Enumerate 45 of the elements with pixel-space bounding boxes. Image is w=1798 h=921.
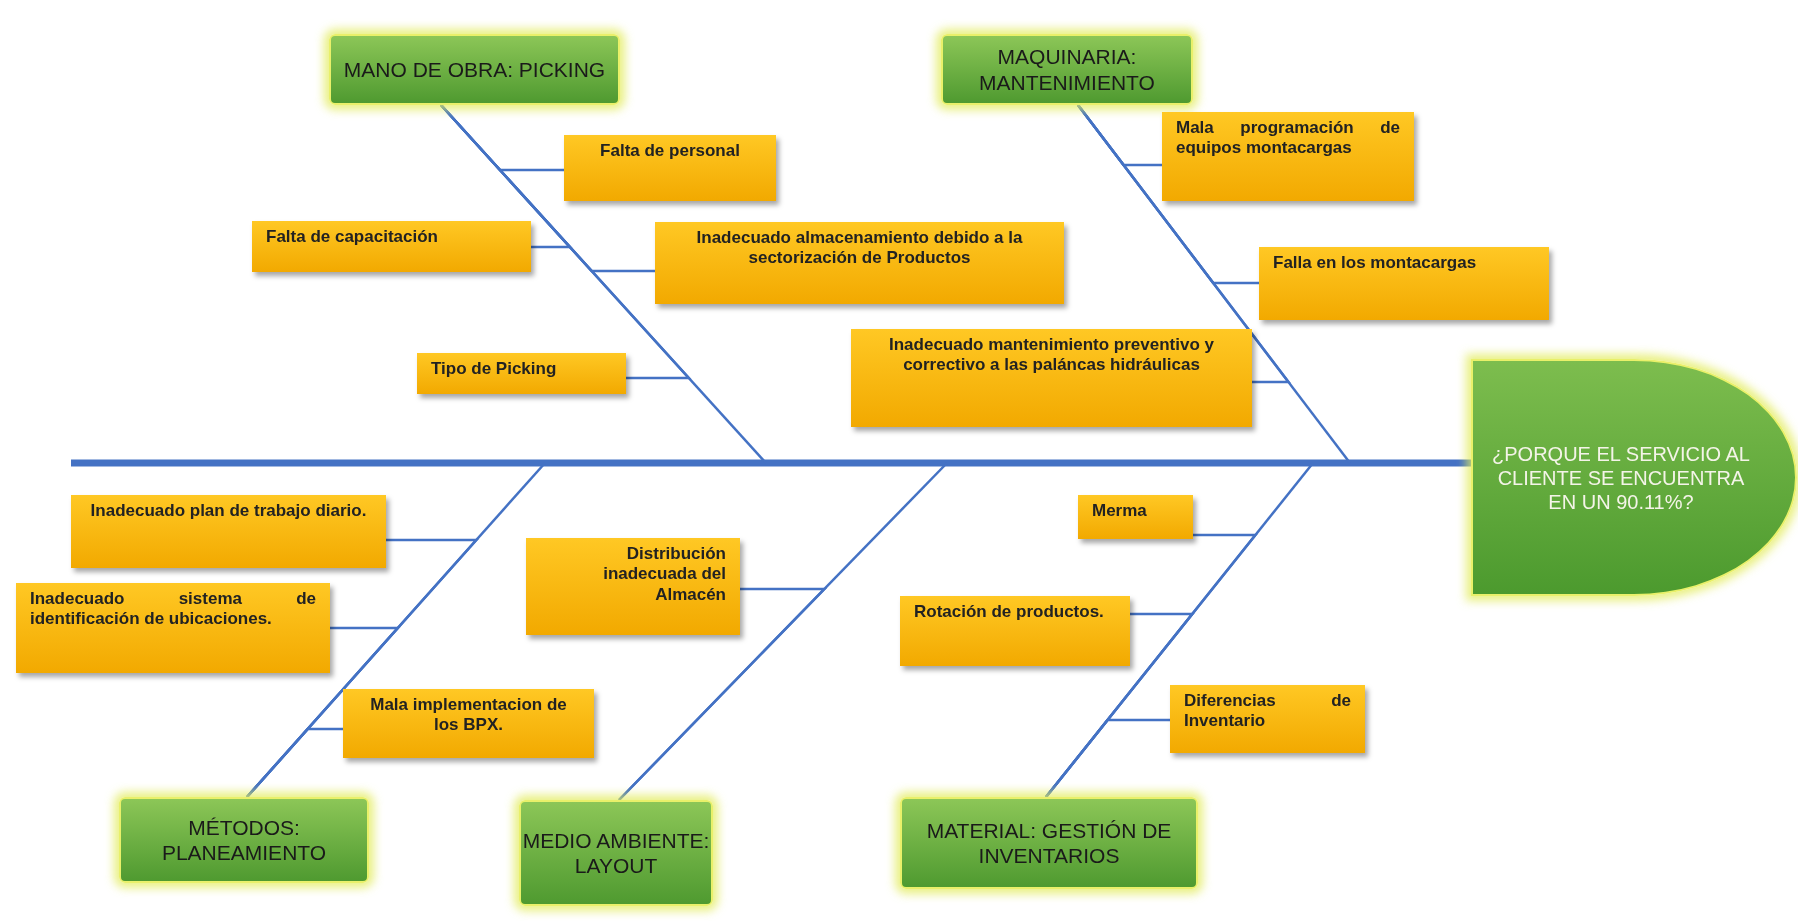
cause-box <box>1170 685 1365 753</box>
node-text: Mala implementacion de los BPX. <box>369 695 568 736</box>
cause-box <box>900 596 1130 666</box>
node-text: Inadecuado almacenamiento debido a la sectorización de Productos <box>695 228 1024 269</box>
node-text: Distribución inadecuada del Almacén <box>602 544 726 606</box>
cause-box <box>16 583 330 673</box>
connector-line <box>1077 104 1291 384</box>
node-text: Rotación de productos. <box>914 602 1105 623</box>
node-text: Tipo de Picking <box>431 359 558 380</box>
node-text: MATERIAL: GESTIÓN DE INVENTARIOS <box>925 817 1173 869</box>
category-box <box>329 34 620 105</box>
cause-box <box>71 495 386 568</box>
node-text: Falla en los montacargas <box>1273 253 1478 274</box>
cause-box <box>1259 247 1549 320</box>
cause-box <box>1078 495 1193 539</box>
node-text: MÉTODOS: PLANEAMIENTO <box>160 814 328 866</box>
cause-box <box>343 689 594 758</box>
node-text: MANO DE OBRA: PICKING <box>342 56 607 83</box>
category-box <box>900 797 1198 889</box>
node-text: Inadecuado sistema de identificación de ubicaciones. <box>30 589 316 630</box>
node-text: Inadecuado plan de trabajo diario. <box>89 501 368 522</box>
connector-line <box>440 104 692 380</box>
connector-line <box>246 727 343 798</box>
node-text: Diferencias de Inventario <box>1184 691 1351 732</box>
node-text: Inadecuado mantenimiento preventivo y correctivo a las paláncas hidráulicas <box>888 335 1215 376</box>
cause-box <box>564 135 776 201</box>
node-text: Merma <box>1092 501 1148 522</box>
category-box <box>519 800 713 906</box>
category-box <box>119 797 369 883</box>
node-text: Mala programación de equipos montacargas <box>1176 118 1400 159</box>
connector-line <box>1045 718 1170 798</box>
node-text: Falta de personal <box>599 141 741 162</box>
cause-box <box>655 222 1064 304</box>
problem-head-shape <box>1471 359 1797 596</box>
connector-line <box>618 587 828 801</box>
cause-box <box>526 538 740 635</box>
node-text: MAQUINARIA: MANTENIMIENTO <box>978 44 1156 95</box>
cause-box <box>252 221 531 272</box>
node-text: MEDIO AMBIENTE: LAYOUT <box>521 827 711 879</box>
cause-box <box>851 329 1252 427</box>
node-text: ¿PORQUE EL SERVICIO AL CLIENTE SE ENCUENTRA EN UN 90.11%? <box>1491 441 1751 514</box>
cause-box <box>1162 112 1414 201</box>
cause-box <box>417 353 626 394</box>
node-text: Falta de capacitación <box>266 227 439 248</box>
category-box <box>941 34 1193 105</box>
